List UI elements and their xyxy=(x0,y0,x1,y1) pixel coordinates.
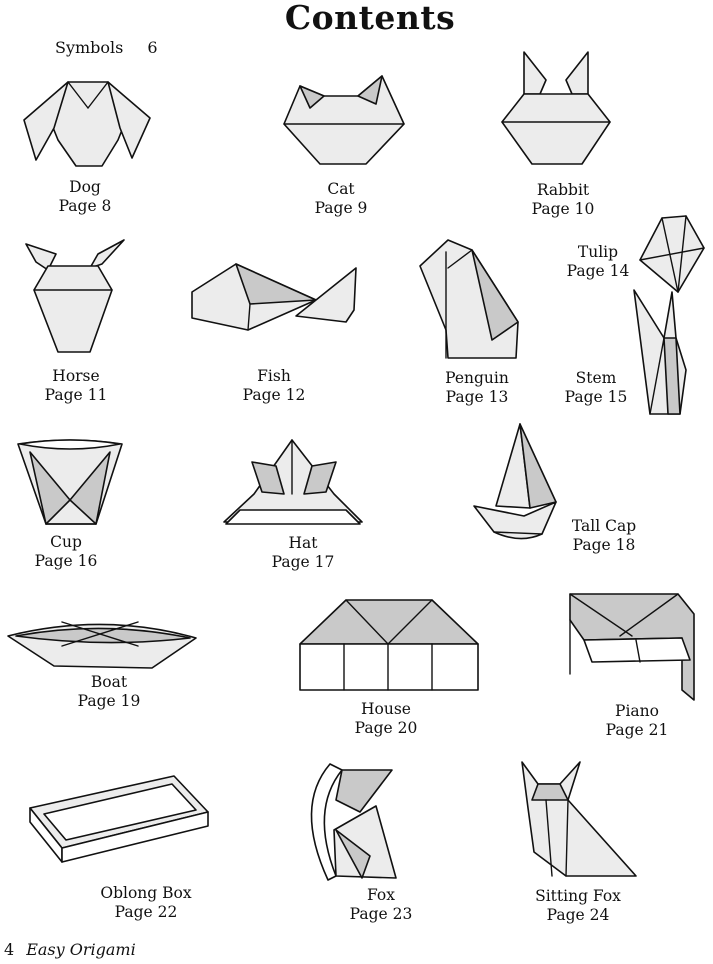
cup-icon xyxy=(17,439,123,525)
entry-oblong-box[interactable]: Oblong Box Page 22 xyxy=(76,884,216,922)
entry-stem[interactable]: Stem Page 15 xyxy=(546,369,646,407)
entry-rabbit[interactable]: Rabbit Page 10 xyxy=(513,181,613,219)
penguin-icon xyxy=(419,239,519,359)
entry-page: Page 23 xyxy=(349,905,413,923)
house-icon xyxy=(299,599,479,691)
hat-icon xyxy=(223,439,363,525)
entry-horse[interactable]: Horse Page 11 xyxy=(26,367,126,405)
tulip-icon xyxy=(639,215,705,293)
entry-page: Page 11 xyxy=(44,386,108,404)
entry-sitting-fox[interactable]: Sitting Fox Page 24 xyxy=(518,887,638,925)
entry-penguin[interactable]: Penguin Page 13 xyxy=(427,369,527,407)
entry-name: Rabbit xyxy=(536,181,590,199)
symbols-label: Symbols xyxy=(55,38,124,57)
entry-page: Page 21 xyxy=(605,721,669,739)
entry-fox[interactable]: Fox Page 23 xyxy=(331,886,431,924)
fox-icon xyxy=(310,763,397,881)
tall-cap-icon xyxy=(473,423,557,540)
entry-page: Page 13 xyxy=(445,388,509,406)
fish-icon xyxy=(191,263,357,331)
entry-name: Cat xyxy=(327,180,355,198)
entry-name: Penguin xyxy=(445,369,509,387)
entry-name: Hat xyxy=(288,534,318,552)
entry-page: Page 19 xyxy=(77,692,141,710)
entry-house[interactable]: House Page 20 xyxy=(336,700,436,738)
entry-page: Page 15 xyxy=(564,388,628,406)
entry-cup[interactable]: Cup Page 16 xyxy=(16,533,116,571)
entry-name: Piano xyxy=(615,702,659,720)
entry-name: Cup xyxy=(50,533,82,551)
entry-name: House xyxy=(361,700,411,718)
entry-page: Page 9 xyxy=(314,199,368,217)
entry-name: Oblong Box xyxy=(100,884,192,902)
oblong-box-icon xyxy=(29,775,209,863)
entry-name: Sitting Fox xyxy=(535,887,621,905)
entry-tall-cap[interactable]: Tall Cap Page 18 xyxy=(554,517,654,555)
rabbit-icon xyxy=(501,51,611,165)
symbols-entry[interactable]: Symbols 6 xyxy=(55,38,158,57)
horse-icon xyxy=(25,239,125,353)
entry-page: Page 22 xyxy=(114,903,178,921)
entry-hat[interactable]: Hat Page 17 xyxy=(253,534,353,572)
cat-icon xyxy=(283,75,405,165)
entry-name: Boat xyxy=(90,673,128,691)
entry-dog[interactable]: Dog Page 8 xyxy=(35,178,135,216)
entry-name: Fish xyxy=(257,367,291,385)
entry-name: Stem xyxy=(575,369,617,387)
entry-page: Page 18 xyxy=(572,536,636,554)
footer-book-title: Easy Origami xyxy=(26,940,136,959)
sitting-fox-icon xyxy=(521,761,637,877)
entry-name: Tulip xyxy=(577,243,619,261)
entry-tulip[interactable]: Tulip Page 14 xyxy=(548,243,648,281)
piano-icon xyxy=(569,593,695,701)
entry-page: Page 8 xyxy=(58,197,112,215)
entry-boat[interactable]: Boat Page 19 xyxy=(59,673,159,711)
entry-piano[interactable]: Piano Page 21 xyxy=(587,702,687,740)
entry-page: Page 24 xyxy=(546,906,610,924)
entry-page: Page 14 xyxy=(566,262,630,280)
entry-name: Dog xyxy=(69,178,101,196)
symbols-page-number: 6 xyxy=(147,38,158,57)
entry-cat[interactable]: Cat Page 9 xyxy=(291,180,391,218)
entry-name: Tall Cap xyxy=(571,517,637,535)
boat-icon xyxy=(7,621,197,669)
dog-icon xyxy=(23,81,151,167)
entry-page: Page 12 xyxy=(242,386,306,404)
entry-page: Page 16 xyxy=(34,552,98,570)
entry-page: Page 17 xyxy=(271,553,335,571)
entry-page: Page 20 xyxy=(354,719,418,737)
entry-name: Fox xyxy=(367,886,395,904)
entry-name: Horse xyxy=(52,367,100,385)
entry-page: Page 10 xyxy=(531,200,595,218)
footer-page-number: 4 xyxy=(4,940,15,959)
page-title: Contents xyxy=(284,0,456,37)
entry-fish[interactable]: Fish Page 12 xyxy=(224,367,324,405)
page-footer: 4 Easy Origami xyxy=(4,940,136,959)
